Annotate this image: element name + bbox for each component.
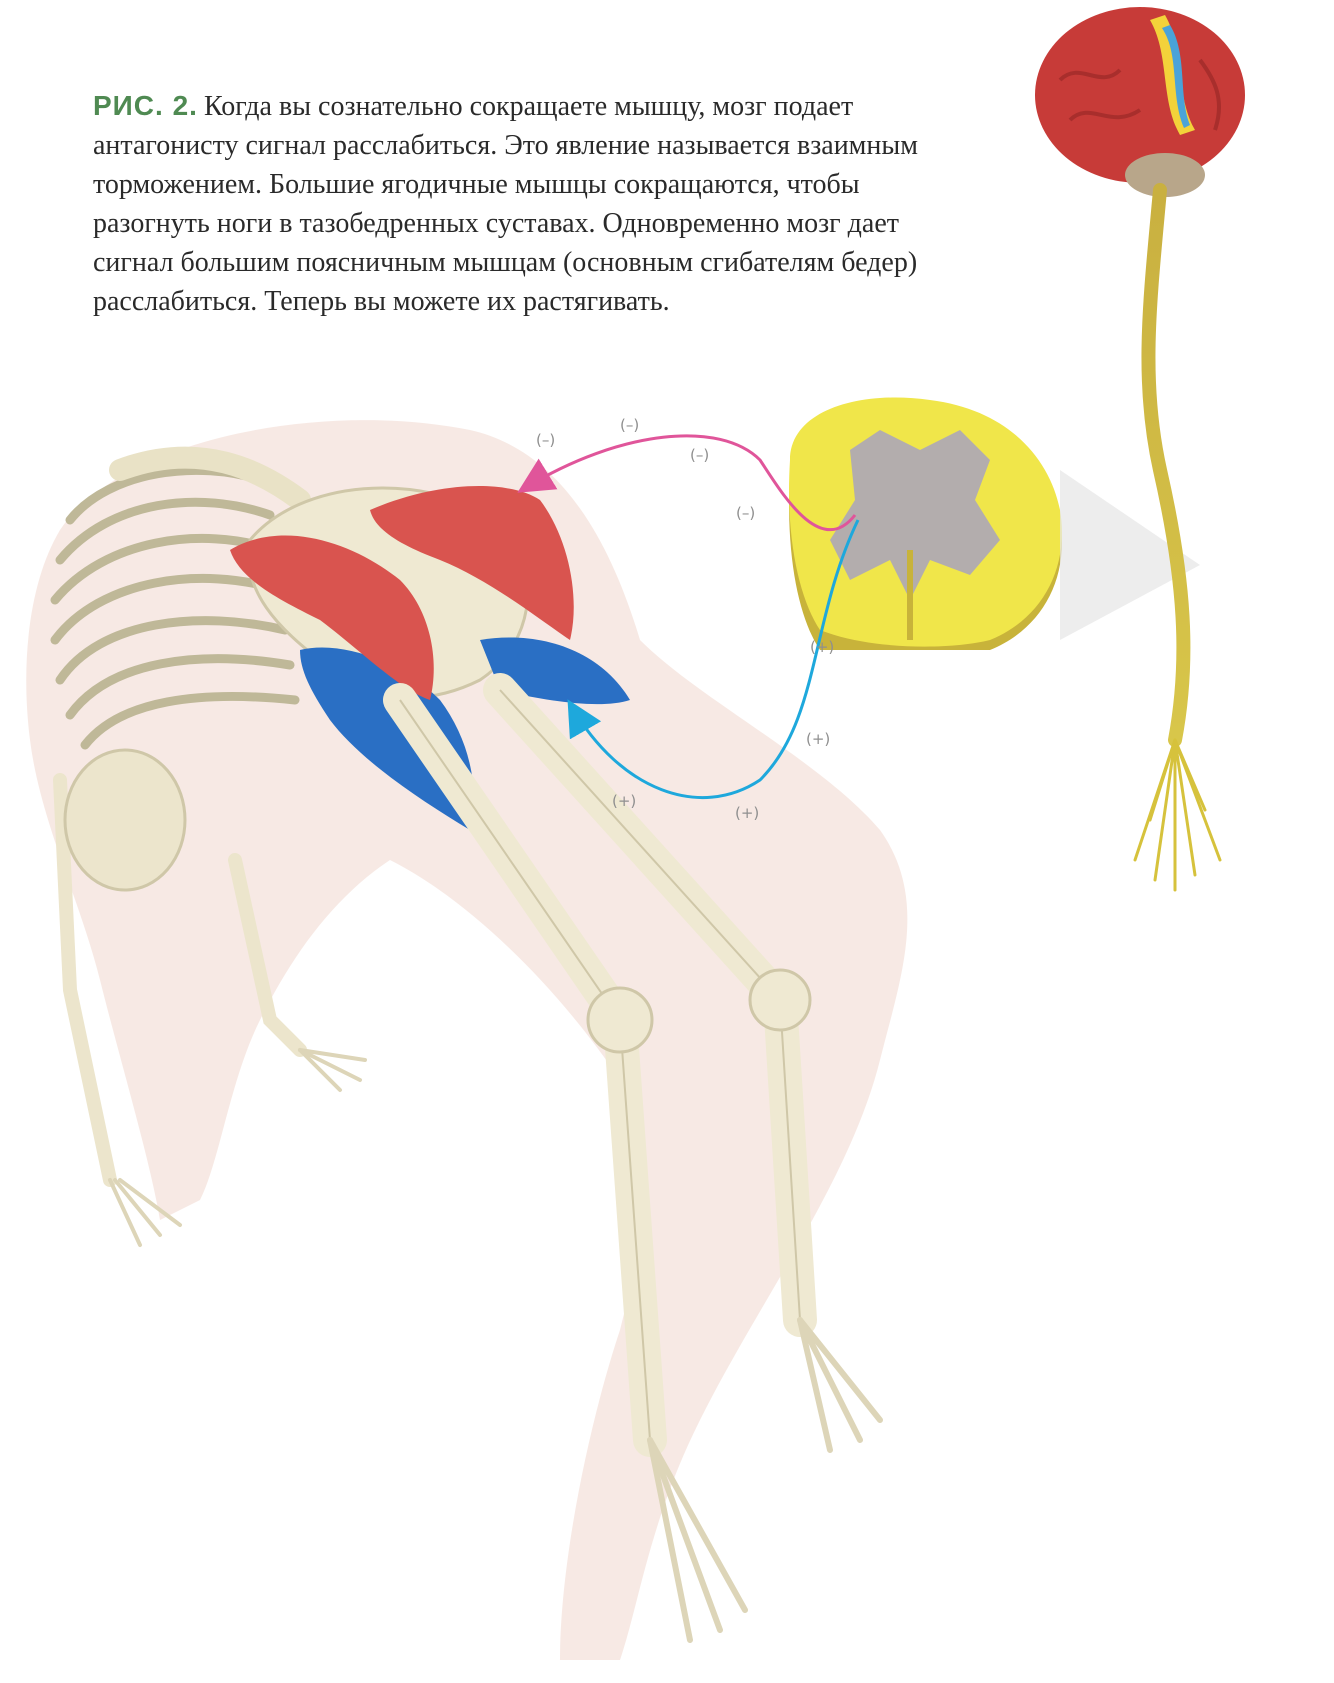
inhibitory-sign-3: (–) xyxy=(690,446,709,464)
spinal-nerve xyxy=(1148,190,1183,740)
inhibitory-sign-1: (–) xyxy=(536,431,555,449)
knee-right xyxy=(750,970,810,1030)
knee-left xyxy=(588,988,652,1052)
cauda-equina xyxy=(1135,740,1220,890)
excitatory-sign-2: (+) xyxy=(806,730,830,748)
inhibitory-sign-4: (–) xyxy=(736,504,755,522)
inhibitory-sign-2: (–) xyxy=(620,416,639,434)
skull xyxy=(65,750,185,890)
excitatory-sign-1: (+) xyxy=(810,638,834,656)
spinal-cord-cross-section xyxy=(789,398,1062,651)
brain xyxy=(1035,7,1245,197)
excitatory-sign-3: (+) xyxy=(612,792,636,810)
excitatory-sign-4: (+) xyxy=(735,804,759,822)
